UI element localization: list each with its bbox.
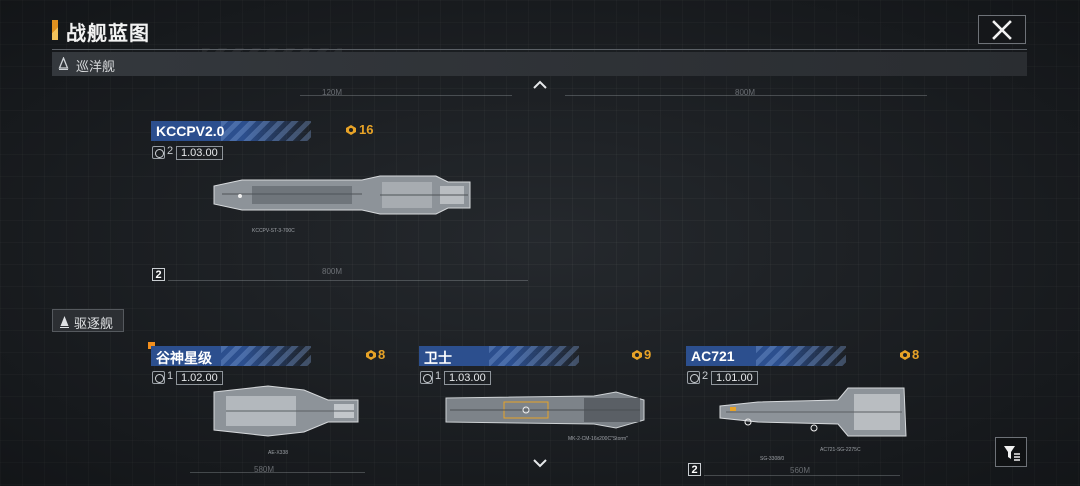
- ship-version: 1.03.00: [444, 371, 491, 385]
- ship-name: KCCPV2.0: [156, 123, 225, 139]
- ship-count: 2: [167, 145, 174, 157]
- ship-level: 2: [688, 463, 701, 476]
- globe-icon: [152, 371, 165, 384]
- category-destroyer-label: 驱逐舰: [74, 316, 114, 331]
- category-cruiser-label: 巡洋舰: [76, 59, 116, 74]
- globe-icon: [687, 371, 700, 384]
- ship-name-banner: AC721: [686, 346, 846, 366]
- ship-version: 1.01.00: [711, 371, 758, 385]
- part-label: MK-2-CM-16x200C"Storm": [568, 436, 628, 442]
- blueprint-size-label: 560M: [790, 466, 811, 475]
- filter-icon: [1004, 446, 1020, 461]
- cost-icon: [366, 350, 376, 360]
- ship-card-kccpv[interactable]: KCCPV2.0 16 2 1.03.00: [151, 121, 391, 261]
- blueprint-line: [190, 472, 365, 473]
- filter-button[interactable]: [995, 437, 1027, 467]
- close-button[interactable]: [978, 15, 1026, 44]
- title-accent: [52, 20, 58, 40]
- title-bar: 战舰蓝图: [52, 14, 1027, 64]
- category-cruiser-bar[interactable]: 巡洋舰: [52, 52, 1027, 76]
- cost-icon: [346, 125, 356, 135]
- part-label: KCCPV-ST-3-700C: [252, 228, 295, 234]
- blueprint-line: [704, 475, 900, 476]
- selection-marker: [148, 342, 155, 349]
- ship-image-kccpv: [213, 175, 471, 215]
- category-destroyer-tab[interactable]: 驱逐舰: [52, 309, 124, 332]
- cost-icon: [632, 350, 642, 360]
- ship-name-banner: 谷神星级: [151, 346, 311, 366]
- ship-name-banner: 卫士: [419, 346, 579, 366]
- title-divider: [52, 49, 1027, 50]
- ship-image-ac721: [719, 387, 907, 437]
- ship-card-guardian[interactable]: 卫士 9 1 1.03.00: [419, 346, 659, 486]
- ship-card-ac721[interactable]: AC721 8 2 1.01.00: [686, 346, 926, 486]
- ship-level: 2: [152, 268, 165, 281]
- blueprint-line: [168, 280, 528, 281]
- ship-type-icon: [420, 371, 433, 384]
- ship-image-ceres: [213, 385, 359, 437]
- blueprint-line: [300, 95, 512, 96]
- part-label: AE-X338: [268, 450, 289, 456]
- part-label-secondary: SG-3308/0: [760, 456, 785, 462]
- ship-count: 1: [167, 370, 174, 382]
- ship-name: AC721: [691, 348, 735, 364]
- ship-image-guardian: [445, 391, 645, 429]
- page-title: 战舰蓝图: [66, 23, 150, 45]
- blueprint-size-label: 800M: [735, 88, 756, 97]
- scroll-up-chevron[interactable]: [532, 80, 548, 90]
- close-icon: [992, 20, 1012, 40]
- ship-cost: 16: [359, 122, 374, 137]
- blueprint-line: [565, 95, 927, 96]
- ship-count: 2: [702, 370, 709, 382]
- ship-name: 卫士: [424, 350, 452, 366]
- ship-class-icon: [58, 57, 69, 70]
- cost-icon: [900, 350, 910, 360]
- ship-cost: 8: [378, 347, 386, 362]
- ship-name-banner: KCCPV2.0: [151, 121, 311, 141]
- blueprint-size-label: 120M: [322, 88, 343, 97]
- ship-card-ceres[interactable]: 谷神星级 8 1 1.02.00: [151, 346, 391, 486]
- scroll-down-chevron[interactable]: [532, 458, 548, 468]
- part-label: AC721-SG-2275C: [820, 447, 861, 453]
- ship-version: 1.02.00: [176, 371, 223, 385]
- blueprint-size-label: 580M: [254, 465, 275, 474]
- ship-class-icon: [60, 316, 69, 328]
- ship-count: 1: [435, 370, 442, 382]
- blueprint-size-label: 800M: [322, 267, 343, 276]
- globe-icon: [152, 146, 165, 159]
- ship-cost: 9: [644, 347, 652, 362]
- ship-cost: 8: [912, 347, 920, 362]
- ship-version: 1.03.00: [176, 146, 223, 160]
- ship-name: 谷神星级: [156, 350, 212, 366]
